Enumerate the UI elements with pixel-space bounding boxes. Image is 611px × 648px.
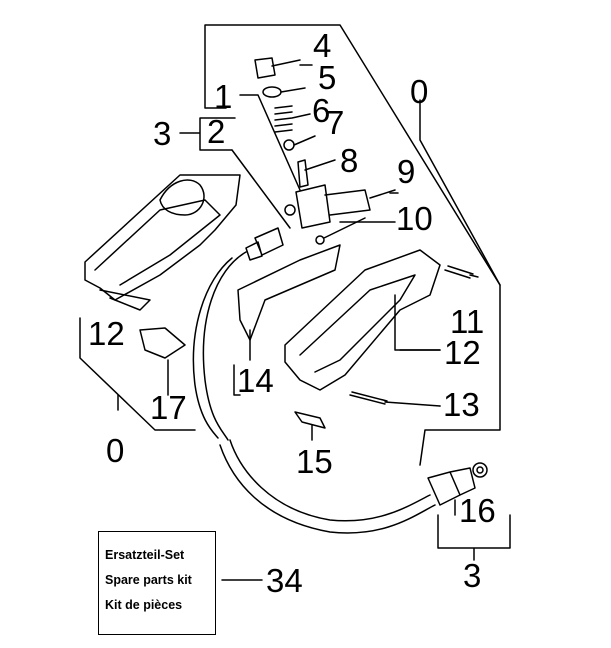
label-part-3-left: 3 — [153, 115, 171, 152]
clip-15 — [294, 411, 326, 441]
kit-label-french: Kit de pièces — [105, 598, 183, 612]
label-part-9: 9 — [397, 153, 415, 190]
seal-5 — [262, 86, 282, 98]
kit-label-german: Ersatzteil-Set — [105, 548, 185, 562]
handle-14 — [237, 244, 341, 341]
label-part-11: 11 — [450, 303, 484, 340]
spring-6 — [274, 105, 311, 133]
cap-4 — [254, 57, 301, 79]
assembly-outline-right — [204, 24, 501, 466]
label-part-5: 5 — [318, 59, 336, 96]
hose — [202, 251, 247, 441]
label-part-7: 7 — [326, 104, 344, 141]
label-part-0-left: 0 — [106, 432, 124, 469]
label-part-17: 17 — [150, 389, 187, 426]
label-part-34: 34 — [266, 562, 303, 599]
label-part-6: 6 — [312, 92, 330, 129]
gun-body-left — [84, 174, 241, 301]
gun-body-right — [284, 249, 441, 391]
label-part-14: 14 — [237, 362, 274, 399]
label-part-2: 2 — [207, 113, 225, 150]
label-part-0-top: 0 — [410, 73, 428, 110]
spare-parts-kit-box: Ersatzteil-Set Spare parts kit Kit de pi… — [98, 531, 216, 635]
label-part-8: 8 — [340, 142, 358, 179]
clip-17 — [139, 327, 186, 396]
label-part-12-right: 12 — [444, 334, 481, 371]
label-part-16: 16 — [459, 492, 496, 529]
label-part-12-left: 12 — [88, 315, 125, 352]
hose-nut — [427, 467, 476, 506]
label-part-1: 1 — [214, 78, 232, 115]
pin-8 — [297, 159, 336, 188]
label-part-10: 10 — [396, 200, 433, 237]
label-part-3-bottom: 3 — [463, 557, 481, 594]
bracket-3 — [179, 117, 236, 151]
kit-label-english: Spare parts kit — [105, 573, 192, 587]
assembly-outline-left — [79, 317, 196, 431]
label-part-13: 13 — [443, 386, 480, 423]
swivel-fitting — [245, 227, 284, 261]
label-part-15: 15 — [296, 443, 333, 480]
bracket-3-bottom — [437, 514, 511, 561]
valve-block-9 — [295, 184, 396, 229]
ball-7 — [283, 139, 295, 151]
label-part-4: 4 — [313, 27, 331, 64]
screw-11 — [444, 265, 479, 279]
screw-13 — [349, 391, 441, 407]
